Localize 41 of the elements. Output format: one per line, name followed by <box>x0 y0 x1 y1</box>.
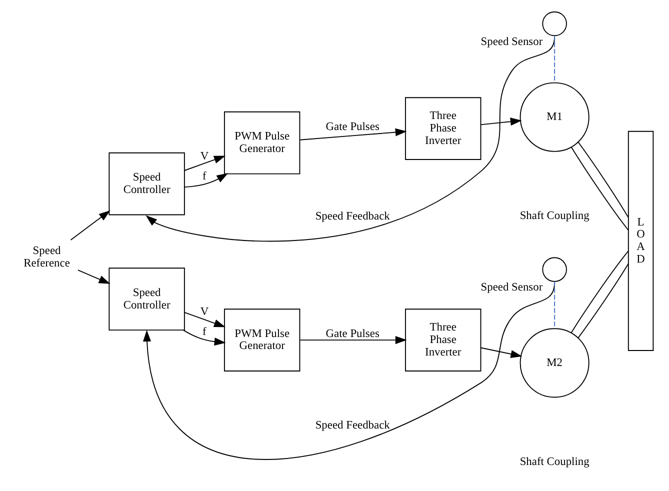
connector <box>554 281 556 329</box>
arrow <box>77 270 110 284</box>
edge-label: V <box>200 150 209 163</box>
node-label: Speed Sensor <box>480 282 543 294</box>
node-box: Speed Controller <box>108 152 185 216</box>
edge-label: Speed Feedback <box>315 419 390 432</box>
node-box: PWM Pulse Generator <box>224 308 300 372</box>
arrow <box>480 118 522 126</box>
node-box: Three Phase Inverter <box>405 97 482 160</box>
connector <box>578 263 629 338</box>
node-circle <box>542 11 567 36</box>
edge-label: V <box>200 306 209 318</box>
node-box: L O A D <box>628 130 654 352</box>
node-label: Speed Sensor <box>480 36 543 48</box>
arrow <box>184 173 228 188</box>
edge-label: f <box>202 170 206 183</box>
connector <box>578 142 629 218</box>
arrow <box>70 210 110 240</box>
node-text: Speed Reference <box>24 244 70 270</box>
node-box: Three Phase Inverter <box>405 308 482 372</box>
edge-label: Gate Pulses <box>326 328 380 340</box>
label: Shaft Coupling <box>520 456 590 468</box>
arrow <box>300 128 407 140</box>
arrow <box>182 330 226 346</box>
connector <box>570 146 629 231</box>
label: Shaft Coupling <box>520 210 590 222</box>
node-box: PWM Pulse Generator <box>224 111 300 174</box>
arrow <box>480 347 522 358</box>
arrow <box>184 156 226 171</box>
arrow <box>143 282 556 460</box>
edge-label: Gate Pulses <box>326 121 380 134</box>
arrow <box>184 312 226 328</box>
connector <box>570 250 629 334</box>
edge-label: f <box>202 326 206 338</box>
node-circle <box>542 257 567 282</box>
connector <box>554 35 556 83</box>
edge-label: Speed Feedback <box>315 210 390 223</box>
node-circle: M1 <box>520 82 590 152</box>
arrow <box>300 336 407 344</box>
node-circle: M2 <box>520 328 590 398</box>
node-box: Speed Controller <box>108 268 185 331</box>
